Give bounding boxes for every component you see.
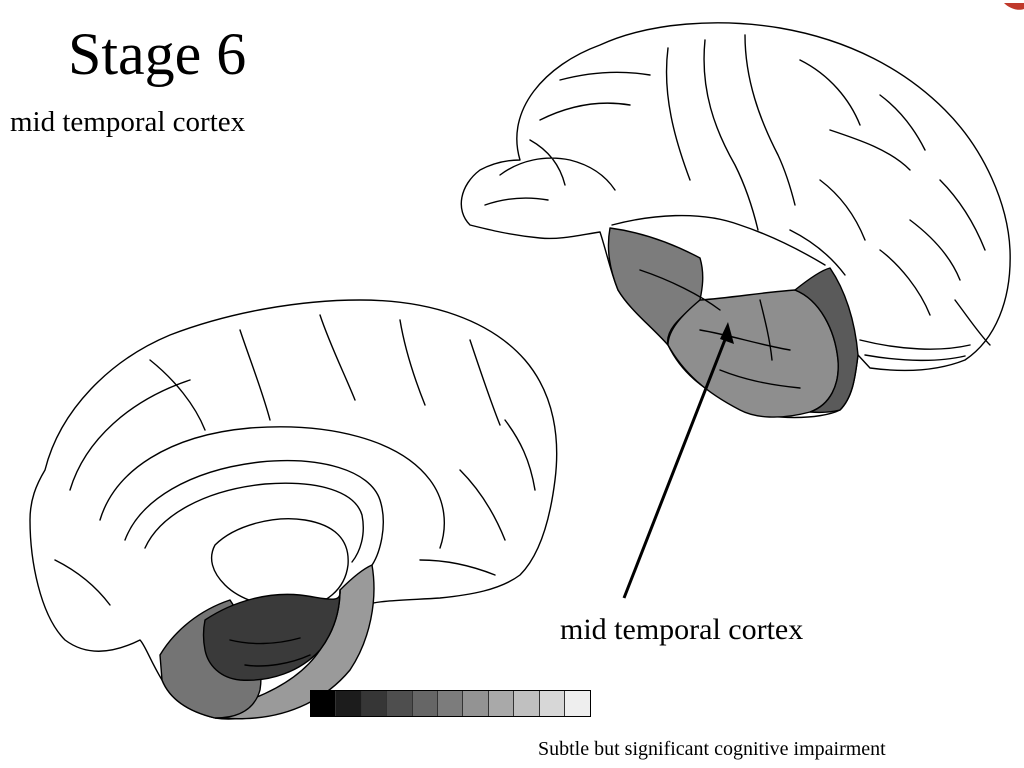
corner-accent-icon [976, 0, 1024, 10]
medial-temporal-sulci [229, 637, 311, 667]
scale-cell-4 [412, 691, 438, 716]
grayscale-scale-bar [310, 690, 592, 717]
scale-cell-0 [311, 691, 337, 716]
postcentral-sulcus [744, 34, 796, 206]
arrow-shaft [622, 331, 730, 599]
temporal-region-posterior [794, 267, 859, 414]
cingulate-gyrus [99, 426, 445, 549]
scale-cell-8 [514, 691, 540, 716]
scale-cell-1 [336, 691, 362, 716]
scale-cell-6 [463, 691, 489, 716]
stage-caption: Subtle but significant cognitive impairm… [538, 738, 886, 760]
occipital-gyri [879, 179, 991, 346]
temporal-sulci [639, 269, 801, 389]
page-title: Stage 6 [68, 21, 247, 87]
region-callout-label: mid temporal cortex [560, 613, 804, 646]
medial-brain-view [29, 299, 558, 720]
scale-cell-2 [361, 691, 388, 716]
temporal-region-anterior [607, 227, 704, 346]
precentral-sulcus [665, 47, 691, 181]
thalamus [210, 518, 349, 609]
lateral-brain-view [460, 22, 1011, 419]
frontal-gyri [484, 139, 616, 206]
parietal-gyri [799, 59, 926, 171]
scale-cell-9 [539, 691, 565, 716]
inferior-parietal [789, 179, 866, 276]
scale-cell-3 [387, 691, 413, 716]
central-sulcus [703, 39, 759, 231]
page-subtitle: mid temporal cortex [10, 106, 246, 138]
medial-region-dark [202, 589, 341, 681]
callout-arrow [622, 322, 734, 599]
superior-frontal-sulcus [539, 71, 651, 121]
temporal-region-mid [667, 289, 839, 418]
corpus-callosum-inner [144, 482, 364, 563]
medial-gyri [54, 314, 536, 606]
scale-cell-7 [488, 691, 515, 716]
cerebellum-edge [859, 339, 971, 362]
sylvian-fissure [611, 214, 826, 266]
scale-cell-5 [437, 691, 464, 716]
corpus-callosum-outer [124, 459, 384, 569]
arrow-head [720, 322, 734, 344]
scale-cell-10 [564, 691, 591, 716]
